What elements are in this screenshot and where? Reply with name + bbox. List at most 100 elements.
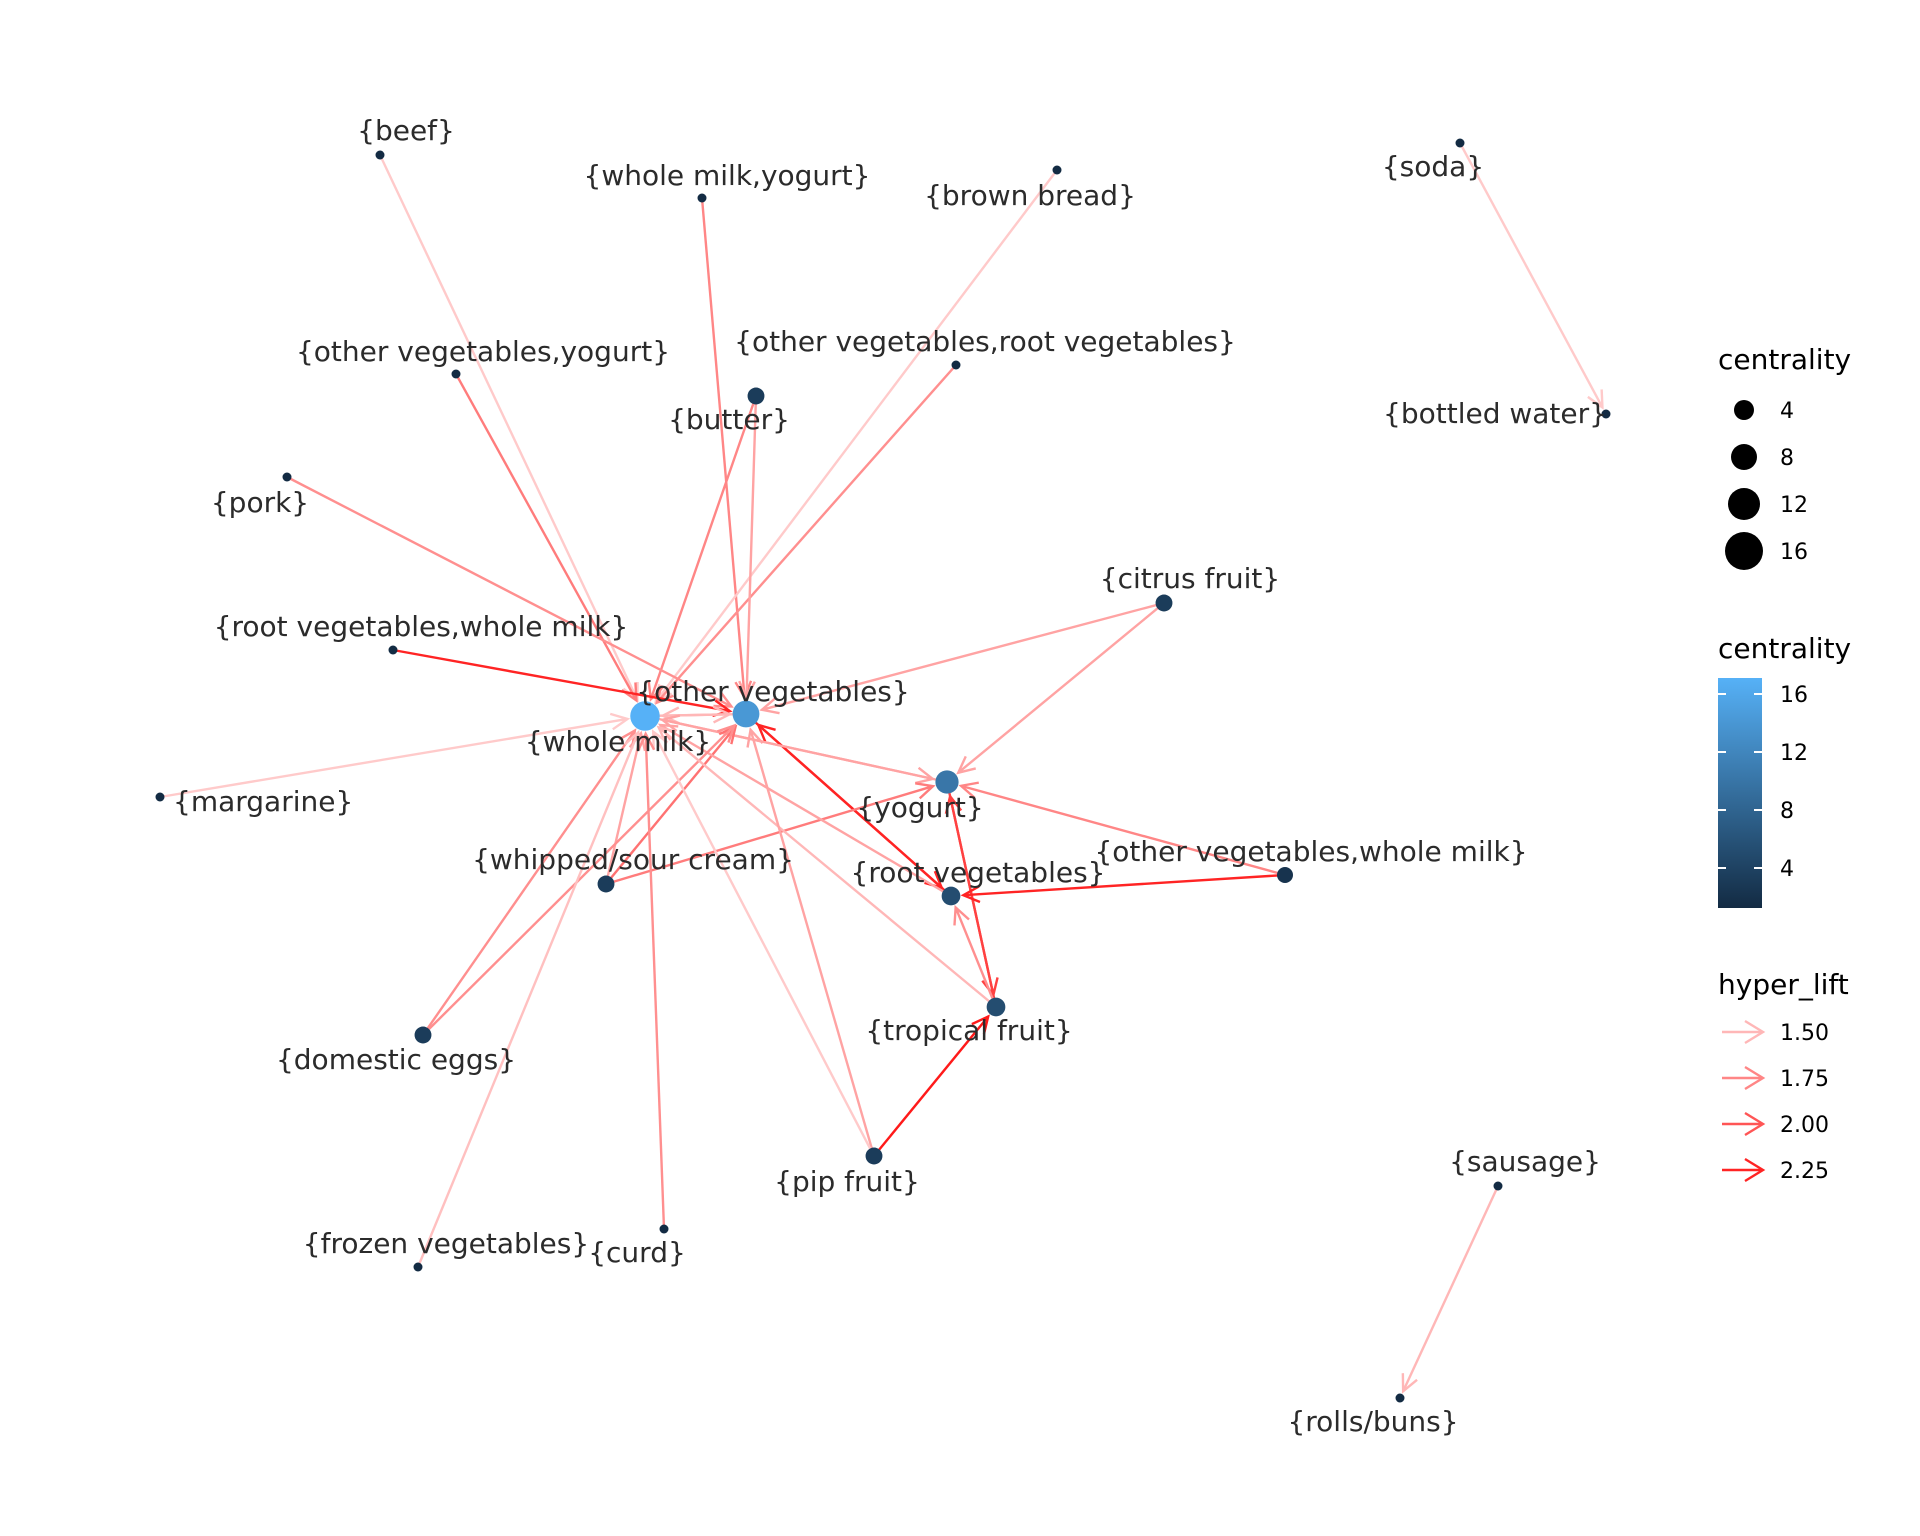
edge-line (700, 197, 746, 698)
node-brown_bread (1052, 165, 1062, 175)
edge-arrowhead (756, 723, 776, 742)
edge-brown_bread-to-whole_milk (654, 169, 1058, 705)
node-label-beef: {beef} (357, 114, 455, 147)
edge-arrowhead (651, 729, 669, 750)
node-label-other_veg_root_veg: {other vegetables,root vegetables} (734, 325, 1236, 358)
node-tropical_fruit (986, 997, 1006, 1017)
node-citrus_fruit (1155, 594, 1173, 612)
node-pork (282, 472, 292, 482)
node-rolls_buns (1395, 1393, 1405, 1403)
labels-layer: {beef}{whole milk,yogurt}{brown bread}{s… (173, 114, 1607, 1438)
node-label-yogurt: {yogurt} (856, 791, 983, 824)
edge-other_veg_yogurt-to-whole_milk (454, 373, 638, 703)
edge-frozen_vegetables-to-whole_milk (416, 729, 641, 1268)
node-butter (747, 387, 765, 405)
legend-size-tick-16: 16 (1780, 540, 1808, 565)
edge-pip_fruit-to-tropical_fruit (873, 1014, 990, 1157)
edge-line (657, 726, 997, 1008)
legend-size-tick-4: 4 (1780, 399, 1794, 424)
legend-size-dot-8 (1731, 444, 1757, 470)
edge-arrowhead (637, 730, 656, 751)
edge-arrowhead (958, 781, 979, 799)
legend-size-dot-4 (1734, 400, 1754, 420)
legend-size-dot-12 (1728, 488, 1760, 520)
node-yogurt (935, 770, 959, 794)
edge-butter-to-other_vegetables (738, 395, 758, 701)
legend-color-tick-16: 16 (1780, 683, 1808, 708)
edge-line (604, 733, 643, 885)
node-frozen_vegetables (413, 1262, 423, 1272)
edge-curd-to-whole_milk (637, 730, 666, 1230)
legend-edge-key-3 (1722, 1157, 1766, 1183)
edge-line (1402, 1185, 1500, 1392)
edge-line (749, 729, 876, 1157)
legend: centrality 4 8 12 16 centrality 16 12 8 … (1718, 343, 1851, 1184)
legend-color-tick-4: 4 (1780, 857, 1794, 882)
node-domestic_eggs (414, 1026, 432, 1044)
edge-arrowhead (734, 680, 753, 701)
node-label-citrus_fruit: {citrus fruit} (1100, 562, 1280, 595)
legend-edge-key-0 (1722, 1019, 1766, 1045)
edge-line (948, 796, 998, 1008)
edge-other_veg_whole_milk-to-yogurt (958, 781, 1286, 877)
node-label-domestic_eggs: {domestic eggs} (276, 1043, 516, 1076)
edge-line (649, 395, 758, 700)
edge-line (422, 729, 636, 1036)
legend-edge-key-1 (1722, 1065, 1766, 1091)
edge-arrowhead (738, 680, 756, 701)
legend-size-dot-16 (1725, 532, 1763, 570)
node-label-rolls_buns: {rolls/buns} (1287, 1405, 1458, 1438)
edge-arrowhead (1587, 389, 1604, 410)
node-other_vegetables (732, 700, 760, 728)
node-sausage (1493, 1181, 1503, 1191)
edge-pork-to-other_vegetables (286, 475, 734, 708)
edge-line (954, 906, 998, 1008)
node-label-butter: {butter} (668, 403, 790, 436)
edge-pip_fruit-to-other_vegetables (746, 727, 876, 1157)
legend-color-title: centrality (1718, 632, 1851, 665)
edge-arrowhead (971, 1014, 990, 1035)
edge-line (957, 602, 1165, 774)
node-label-pip_fruit: {pip fruit} (774, 1165, 920, 1198)
legend-color-tick-12: 12 (1780, 741, 1808, 766)
edge-line (416, 731, 640, 1268)
node-bottled_water (1601, 409, 1611, 419)
edge-arrowhead (944, 793, 963, 815)
node-label-whole_milk: {whole milk} (525, 725, 711, 758)
edge-pip_fruit-to-whole_milk (651, 729, 876, 1157)
edge-line (605, 785, 934, 886)
edge-arrowhead (915, 782, 936, 800)
edge-arrowhead (609, 712, 631, 731)
edge-line (960, 784, 1286, 877)
edge-line (378, 154, 639, 701)
node-label-tropical_fruit: {tropical fruit} (865, 1014, 1072, 1047)
edge-line (659, 723, 952, 898)
edge-butter-to-whole_milk (647, 395, 758, 702)
legend-edge-key-2 (1722, 1111, 1766, 1137)
node-label-sausage: {sausage} (1449, 1145, 1601, 1178)
edge-arrowhead (654, 683, 673, 705)
legend-edge-tick-1-50: 1.50 (1780, 1021, 1829, 1046)
node-root_veg_whole_milk (388, 645, 398, 655)
edge-arrowhead (716, 723, 737, 743)
legend-size-tick-8: 8 (1780, 446, 1794, 471)
node-soda (1455, 138, 1465, 148)
edge-line (963, 873, 1286, 897)
edge-tropical_fruit-to-root_vegetables (953, 904, 998, 1008)
edge-arrowhead (659, 706, 680, 725)
legend-edge-title: hyper_lift (1718, 968, 1849, 1001)
node-label-other_veg_yogurt: {other vegetables,yogurt} (296, 335, 670, 368)
edge-line (655, 364, 957, 704)
edge-arrowhead (953, 904, 970, 926)
node-margarine (155, 792, 165, 802)
node-curd (659, 1224, 669, 1234)
edge-arrowhead (659, 714, 681, 732)
node-label-root_veg_whole_milk: {root vegetables,whole milk} (214, 610, 629, 643)
edge-arrowhead (718, 724, 738, 745)
edge-line (662, 718, 948, 784)
legend-color-tick-8: 8 (1780, 799, 1794, 824)
edge-line (1458, 142, 1604, 408)
edge-other_veg_whole_milk-to-root_vegetables (960, 873, 1286, 904)
edge-arrowhead (759, 697, 780, 715)
